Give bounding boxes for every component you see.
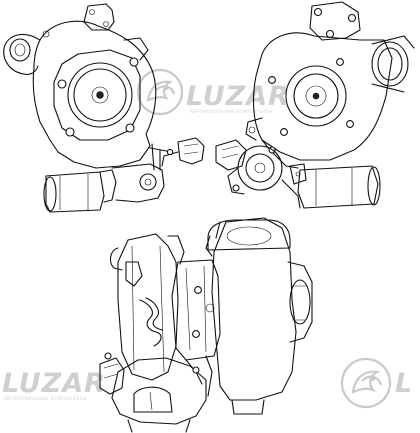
- exhaust-flange: [309, 1, 361, 41]
- turbine-housing-profile: [211, 217, 297, 401]
- watermark-brand-fragment: L: [395, 368, 413, 399]
- turbine-center-disk: [67, 62, 133, 128]
- turbine-top-flange: [207, 219, 291, 251]
- actuator-lower: [111, 357, 207, 425]
- actuator-body: [111, 163, 165, 203]
- watermark-brand-bottom: LUZAR: [2, 368, 106, 399]
- inlet-flange: [83, 3, 115, 31]
- actuator-connector: [99, 357, 125, 395]
- watermark-bottom: LUZAR АВТОМОБИЛЬНЫЕ КОМПОНЕНТЫ L: [2, 357, 413, 409]
- turbine-housing: [32, 20, 157, 169]
- watermark-brand-top: LUZAR: [186, 81, 290, 112]
- sensor-connector: [177, 137, 205, 165]
- oil-line: [139, 299, 162, 347]
- watermark-emblem-top: [136, 68, 184, 116]
- turbocharger-view-profile: [99, 217, 313, 433]
- mount-bracket: [261, 139, 299, 169]
- watermark-emblem-bottom: [340, 357, 392, 409]
- watermark-tagline-bottom: АВТОМОБИЛЬНЫЕ КОМПОНЕНТЫ: [4, 396, 86, 401]
- bearing-housing: [171, 259, 221, 361]
- turbocharger-view-compressor-side: [215, 1, 415, 209]
- watermark-top: LUZAR АВТОМОБИЛЬНЫЕ КОМПОНЕНТЫ: [136, 68, 290, 116]
- compressor-housing-profile: [117, 233, 179, 381]
- compressor-housing: [253, 32, 393, 161]
- actuator-round-housing: [237, 145, 283, 191]
- watermark-tagline-top: АВТОМОБИЛЬНЫЕ КОМПОНЕНТЫ: [190, 109, 272, 114]
- compressor-outlet: [371, 41, 409, 87]
- compressor-center-disk: [285, 65, 347, 127]
- position-sensor: [215, 139, 247, 171]
- turbocharger-view-turbine-side: [3, 3, 205, 213]
- actuator-motor-right: [297, 165, 379, 209]
- outlet-lobe: [3, 33, 41, 76]
